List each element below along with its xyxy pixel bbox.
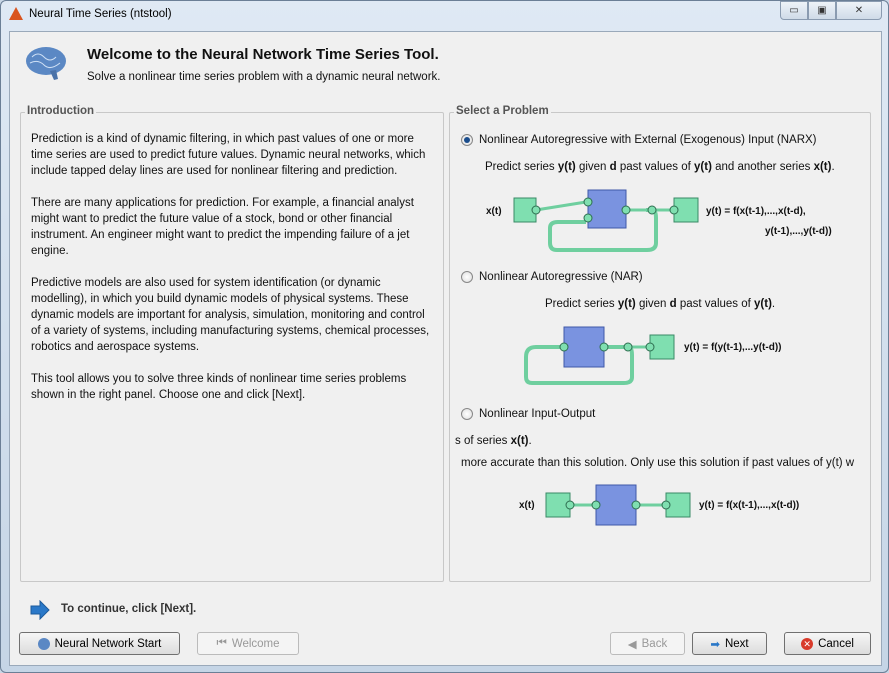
intro-paragraph: Predictive models are also used for syst… bbox=[31, 277, 430, 353]
intro-paragraph: Prediction is a kind of dynamic filterin… bbox=[31, 133, 426, 177]
io-input-label: x(t) bbox=[519, 500, 535, 511]
radio-label: Nonlinear Autoregressive (NAR) bbox=[479, 271, 643, 283]
introduction-legend: Introduction bbox=[25, 105, 97, 117]
network-layer bbox=[563, 326, 605, 368]
nar-description: Predict series y(t) given d past values … bbox=[545, 298, 776, 310]
io-description-line1: s of series x(t). bbox=[455, 435, 532, 447]
continue-hint: To continue, click [Next]. bbox=[61, 603, 197, 615]
nar-diagram bbox=[524, 326, 675, 385]
matlab-icon bbox=[9, 7, 23, 20]
introduction-panel: Introduction Prediction is a kind of dyn… bbox=[20, 105, 444, 582]
narx-input-label: x(t) bbox=[486, 206, 502, 217]
cancel-icon: ✕ bbox=[801, 637, 814, 650]
radio-narx[interactable]: Nonlinear Autoregressive with External (… bbox=[461, 134, 817, 146]
select-problem-legend: Select a Problem bbox=[454, 105, 551, 117]
narx-description: Predict series y(t) given d past values … bbox=[485, 161, 835, 173]
back-button[interactable]: ◀Back bbox=[610, 632, 685, 655]
window-title: Neural Time Series (ntstool) bbox=[29, 8, 172, 20]
rewind-icon: ⏮ bbox=[216, 637, 227, 649]
client-area: Welcome to the Neural Network Time Serie… bbox=[9, 31, 882, 666]
maximize-button[interactable]: ▣ bbox=[808, 1, 836, 20]
io-equation: y(t) = f(x(t-1),...,x(t-d)) bbox=[699, 500, 800, 511]
next-button[interactable]: ➡Next bbox=[692, 632, 767, 655]
page-subtitle: Solve a nonlinear time series problem wi… bbox=[87, 71, 441, 83]
brain-icon bbox=[37, 637, 50, 650]
radio-button[interactable] bbox=[461, 408, 473, 420]
nar-equation: y(t) = f(y(t-1),...y(t-d)) bbox=[684, 342, 782, 353]
neural-network-start-button[interactable]: Neural Network Start bbox=[19, 632, 180, 655]
select-problem-panel: Select a Problem Nonlinear Autoregressiv… bbox=[449, 105, 871, 582]
radio-nar[interactable]: Nonlinear Autoregressive (NAR) bbox=[461, 271, 643, 283]
radio-button[interactable] bbox=[461, 271, 473, 283]
network-layer bbox=[587, 189, 627, 229]
radio-label: Nonlinear Input-Output bbox=[479, 408, 596, 420]
minimize-button[interactable]: ▭ bbox=[780, 1, 808, 20]
welcome-button[interactable]: ⏮Welcome bbox=[197, 632, 299, 655]
network-layer bbox=[595, 484, 637, 526]
arrow-right-icon: ➡ bbox=[710, 638, 720, 651]
cancel-button[interactable]: ✕Cancel bbox=[784, 632, 871, 655]
radio-nonlinear-input-output[interactable]: Nonlinear Input-Output bbox=[461, 408, 595, 420]
intro-paragraph: There are many applications for predicti… bbox=[31, 197, 414, 257]
narx-diagram bbox=[513, 189, 699, 252]
intro-paragraph: This tool allows you to solve three kind… bbox=[31, 373, 407, 401]
arrow-left-icon: ◀ bbox=[627, 638, 637, 651]
page-title: Welcome to the Neural Network Time Serie… bbox=[87, 46, 439, 63]
close-button[interactable]: ✕ bbox=[836, 1, 882, 20]
io-description-line2: more accurate than this solution. Only u… bbox=[461, 457, 855, 469]
io-diagram bbox=[545, 484, 691, 526]
narx-equation-line2: y(t-1),...,y(t-d)) bbox=[765, 226, 832, 237]
brain-icon bbox=[26, 47, 66, 80]
radio-button[interactable] bbox=[461, 134, 473, 146]
arrow-right-icon bbox=[30, 600, 50, 620]
narx-equation-line1: y(t) = f(x(t-1),...,x(t-d), bbox=[706, 206, 806, 217]
radio-label: Nonlinear Autoregressive with External (… bbox=[479, 134, 817, 146]
